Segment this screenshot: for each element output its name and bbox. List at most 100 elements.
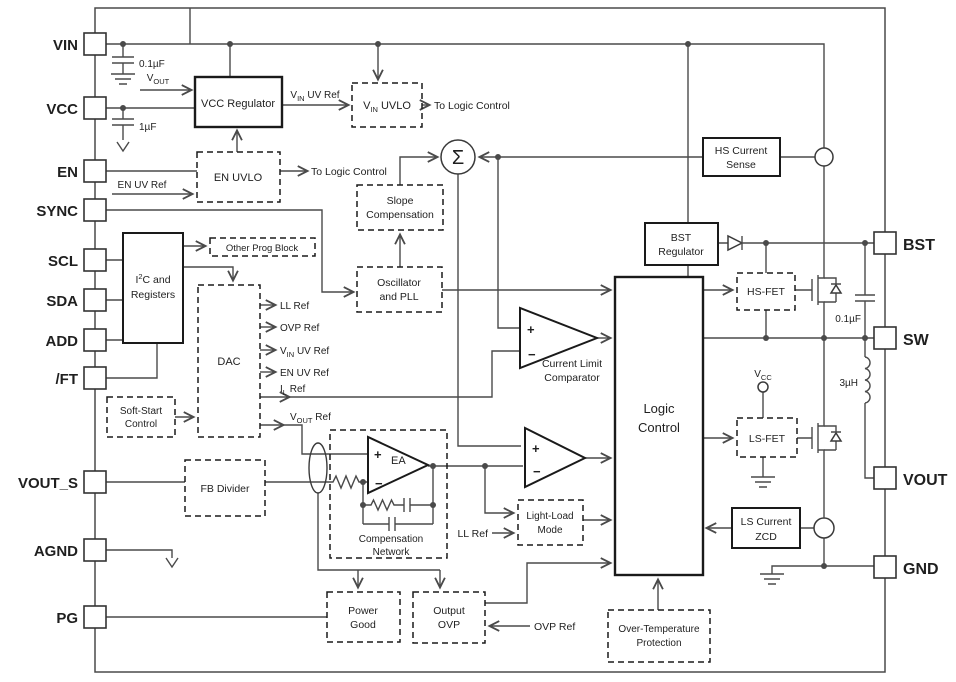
pin-ft: /FT (56, 366, 107, 390)
junction-dots (120, 41, 868, 569)
block-bst-regulator: BST Regulator (644, 222, 719, 266)
svg-text:DAC: DAC (217, 356, 240, 368)
block-hs-fet-driver: HS-FET (736, 272, 796, 311)
dac-ref-vin-uv: VIN UV Ref (280, 346, 329, 359)
pin-en: EN (57, 159, 107, 183)
block-dac: DAC (197, 284, 261, 438)
svg-text:EN: EN (57, 164, 78, 181)
block-fb-divider: FB Divider (184, 459, 266, 517)
block-soft-start: Soft-Start Control (106, 396, 176, 438)
mosfet-ls-icon (811, 338, 843, 518)
svg-text:SDA: SDA (46, 293, 78, 310)
block-logic-control: Logic Control (613, 275, 705, 577)
svg-text:EA: EA (391, 455, 406, 467)
pin-sync: SYNC (36, 198, 107, 222)
block-ls-current-zcd: LS Current ZCD (731, 507, 801, 549)
svg-text:−: − (375, 476, 383, 491)
pin-sw: SW (873, 326, 930, 350)
svg-text:Output: Output (433, 605, 465, 617)
svg-text:Control: Control (638, 420, 680, 435)
block-output-ovp: Output OVP (412, 591, 486, 644)
svg-text:Mode: Mode (537, 525, 562, 536)
agnd-ground-icon (165, 557, 179, 569)
svg-text:VOUT_S: VOUT_S (18, 475, 78, 492)
bundle-ellipse-icon (308, 442, 328, 494)
svg-text:BST: BST (903, 237, 935, 254)
comparator-current-limit: + − Current Limit Comparator (519, 306, 602, 384)
ovp-ref-label: OVP Ref (534, 621, 575, 633)
block-ls-fet-driver: LS-FET (736, 417, 798, 458)
svg-text:LS-FET: LS-FET (749, 433, 786, 445)
current-sense-hs-icon (814, 147, 834, 167)
svg-text:VIN: VIN (53, 37, 78, 54)
pin-bst: BST (873, 231, 935, 255)
svg-text:−: − (533, 464, 541, 479)
en-uv-ref-label: EN UV Ref (118, 180, 167, 191)
block-other-prog: Other Prog Block (209, 237, 316, 257)
block-slope-compensation: Slope Compensation (356, 184, 444, 231)
pin-vout: VOUT (873, 466, 948, 490)
svg-text:PG: PG (56, 610, 78, 627)
svg-text:Control: Control (125, 419, 157, 430)
svg-text:FB Divider: FB Divider (200, 483, 250, 495)
capacitor-bst-icon (855, 294, 875, 302)
block-light-load-mode: Light-Load Mode (517, 499, 584, 546)
svg-text:Logic: Logic (643, 401, 675, 416)
svg-text:EN UVLO: EN UVLO (214, 172, 263, 184)
svg-text:BST: BST (671, 232, 692, 244)
svg-text:Good: Good (350, 619, 376, 631)
svg-text:Power: Power (348, 605, 378, 617)
svg-text:VOUT: VOUT (903, 472, 948, 489)
svg-text:ADD: ADD (46, 333, 79, 350)
dac-ref-ll: LL Ref (280, 301, 309, 312)
svg-text:VCC Regulator: VCC Regulator (201, 98, 275, 110)
inductor-value: 3µH (839, 378, 858, 389)
pin-vcc: VCC (46, 96, 107, 120)
pin-sda: SDA (46, 288, 107, 312)
svg-text:+: + (374, 447, 382, 462)
vout-feed-label: VOUT (147, 73, 170, 86)
svg-text:Over-Temperature: Over-Temperature (618, 624, 700, 635)
pin-agnd: AGND (34, 538, 107, 562)
svg-text:and PLL: and PLL (379, 291, 418, 303)
diode-icon (727, 234, 744, 252)
svg-text:LS Current: LS Current (741, 516, 792, 528)
svg-text:Oscillator: Oscillator (377, 277, 421, 289)
summing-junction: Σ (440, 139, 476, 175)
svg-text:Σ: Σ (452, 147, 464, 169)
svg-text:GND: GND (903, 561, 939, 578)
svg-text:+: + (532, 441, 540, 456)
svg-text:Comparator: Comparator (544, 372, 600, 384)
svg-text:−: − (528, 347, 536, 362)
capacitor-vin-icon (111, 56, 135, 85)
block-vcc-regulator: VCC Regulator (193, 75, 284, 129)
block-hs-current-sense: HS Current Sense (702, 137, 781, 177)
dac-ref-il: IL Ref (280, 384, 306, 397)
cap-bst-value: 0.1µF (835, 314, 861, 325)
block-over-temperature: Over-Temperature Protection (607, 609, 711, 663)
ll-ref-label: LL Ref (457, 528, 488, 540)
svg-text:VCC: VCC (46, 101, 78, 118)
wire-network (106, 8, 874, 632)
mosfet-hs-icon (811, 270, 843, 338)
svg-text:Protection: Protection (636, 638, 681, 649)
svg-text:Regulator: Regulator (658, 246, 704, 258)
svg-text:Registers: Registers (131, 289, 175, 301)
dac-ref-vout: VOUT Ref (290, 412, 331, 425)
svg-text:Slope: Slope (387, 195, 414, 207)
signal-ground-icon (116, 141, 130, 153)
svg-text:Compensation: Compensation (366, 209, 434, 221)
earth-ground-icon (111, 73, 135, 85)
to-logic-control-label-1: To Logic Control (434, 100, 510, 112)
pin-scl: SCL (48, 248, 107, 272)
svg-text:+: + (527, 322, 535, 337)
block-i2c-registers: I2C and Registers (122, 232, 184, 344)
vcc-terminal-icon (757, 381, 769, 393)
vcc-terminal-label: VCC (754, 369, 772, 382)
pin-vout-s: VOUT_S (18, 470, 107, 494)
svg-text:Network: Network (373, 547, 411, 558)
cap-vin-value: 0.1µF (139, 59, 165, 70)
inductor-icon (864, 356, 871, 404)
capacitor-vcc-icon (112, 118, 134, 153)
